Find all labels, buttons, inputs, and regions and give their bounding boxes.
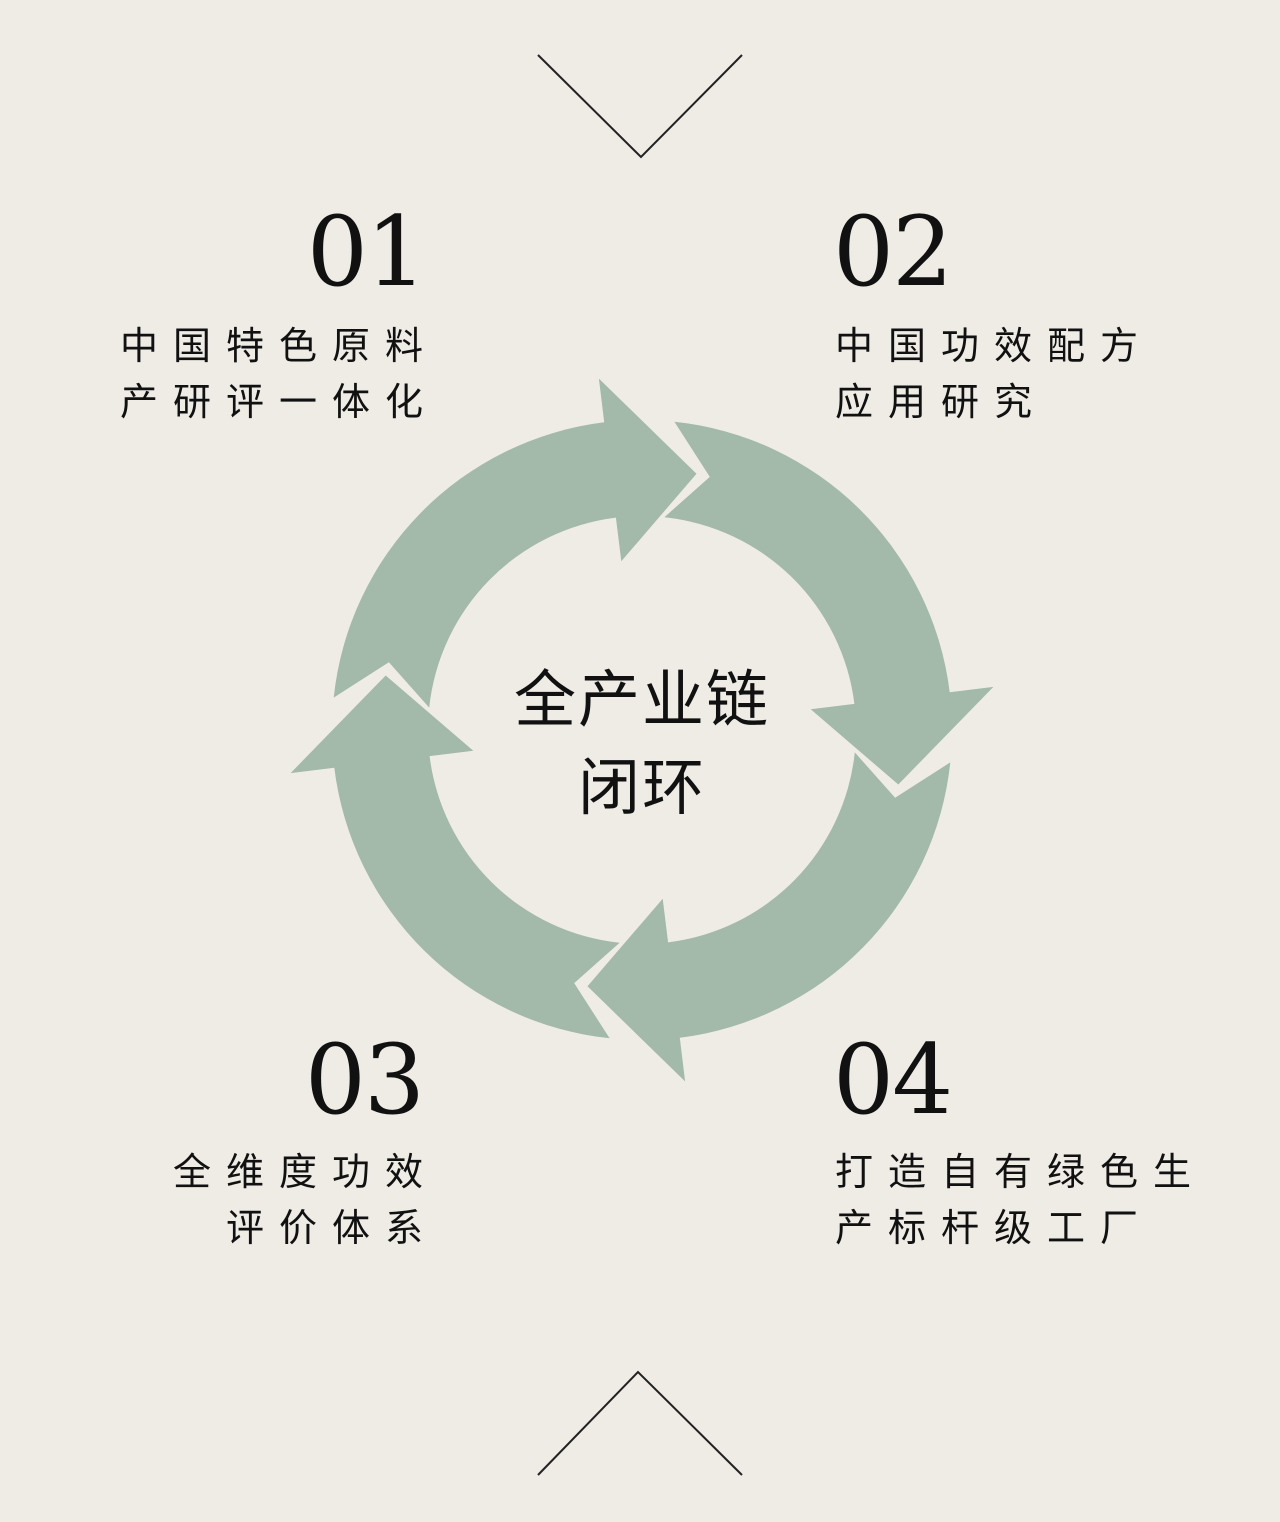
step-1-number: 01 (306, 196, 427, 308)
label-line: 评价体系 (225, 1206, 438, 1250)
step-3-number: 03 (304, 1024, 425, 1136)
label-line: 产研评一体化 (119, 380, 438, 424)
step-4-number: 04 (833, 1024, 953, 1136)
step-3-label: 全维度功效 评价体系 (173, 1144, 438, 1256)
center-title: 全产业链 闭环 (440, 656, 844, 832)
chevron-up-icon (537, 1370, 743, 1476)
step-2-number: 02 (833, 196, 953, 308)
label-line: 应用研究 (835, 380, 1048, 424)
label-line: 中国特色原料 (119, 324, 438, 368)
cycle-arrow-4 (290, 675, 620, 1039)
step-2-label: 中国功效配方 应用研究 (835, 318, 1153, 430)
cycle-arrow-3 (587, 752, 951, 1082)
label-line: 打造自有绿色生 (835, 1150, 1207, 1194)
label-line: 中国功效配方 (835, 324, 1154, 368)
label-line: 产标杆级工厂 (835, 1206, 1154, 1250)
label-line: 全维度功效 (172, 1150, 438, 1194)
step-4-label: 打造自有绿色生 产标杆级工厂 (835, 1144, 1206, 1256)
chevron-down-icon (537, 54, 743, 159)
cycle-arrow-2 (664, 421, 994, 785)
cycle-arrow-1 (333, 378, 697, 708)
center-title-line: 闭环 (577, 751, 706, 824)
center-title-line: 全产业链 (513, 663, 770, 736)
step-1-label: 中国特色原料 产研评一体化 (120, 318, 438, 430)
